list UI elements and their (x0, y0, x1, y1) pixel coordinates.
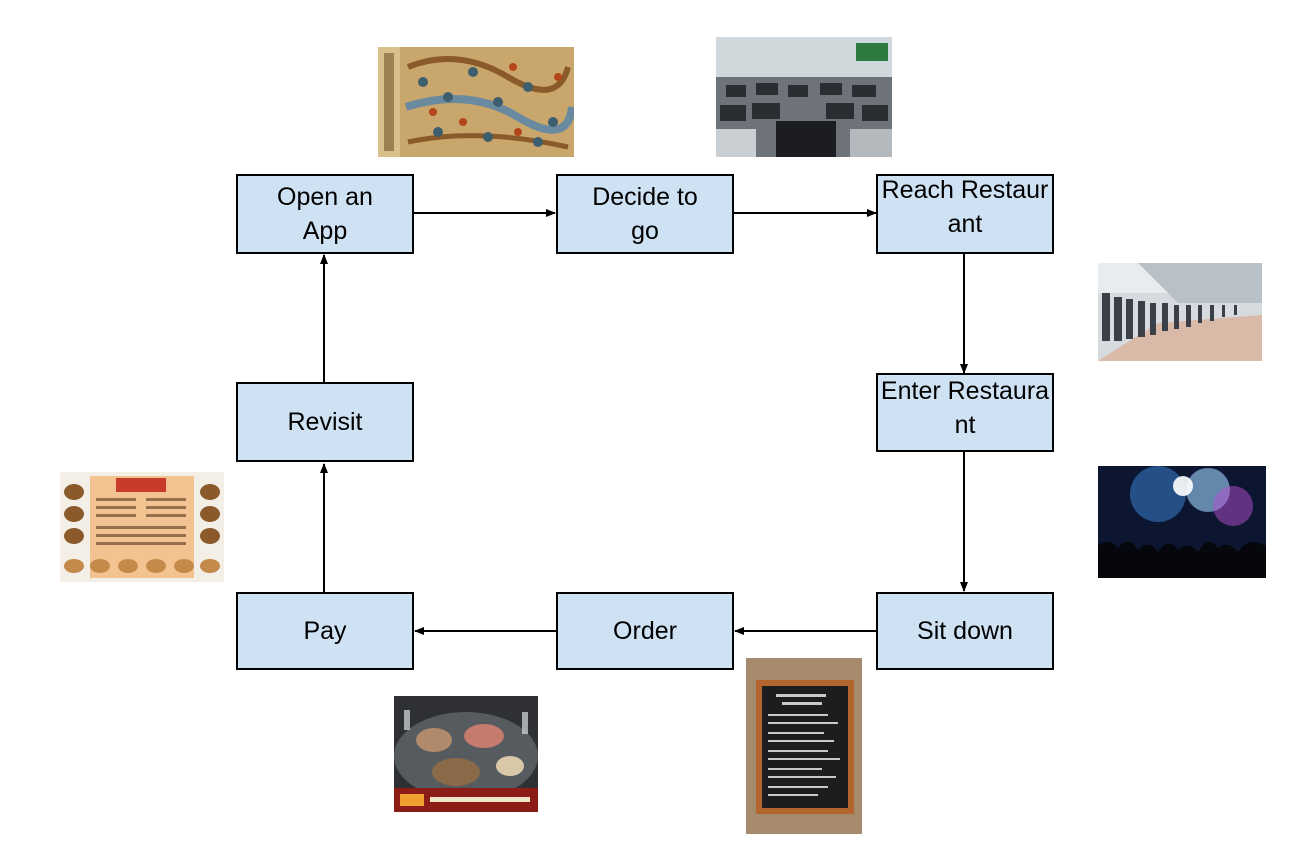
node-sit-label: Sit down (917, 617, 1013, 645)
food-map-image (378, 47, 574, 157)
node-pay: Pay (236, 592, 414, 670)
chalkboard-menu-image (746, 658, 862, 834)
node-decide-label: Decide to go (592, 183, 698, 245)
dinner-table-image (394, 696, 538, 812)
node-decide: Decide to go (556, 174, 734, 254)
node-reach: Reach Restaurant (876, 174, 1054, 254)
node-order: Order (556, 592, 734, 670)
node-order-label: Order (613, 617, 677, 645)
node-enter-label: Enter Restaurant (880, 376, 1050, 439)
concert-lights-image (1098, 466, 1266, 578)
traffic-jam-image (716, 37, 892, 157)
node-open-app-label: Open an App (277, 183, 373, 245)
node-sit: Sit down (876, 592, 1054, 670)
node-revisit-label: Revisit (287, 408, 363, 436)
node-revisit: Revisit (236, 382, 414, 462)
menu-brochure-image (60, 472, 224, 582)
node-pay-label: Pay (303, 617, 347, 645)
queue-crowd-image (1098, 263, 1262, 361)
node-open-app: Open an App (236, 174, 414, 254)
node-reach-label: Reach Restaurant (881, 176, 1049, 238)
node-enter: Enter Restaurant (876, 373, 1054, 452)
